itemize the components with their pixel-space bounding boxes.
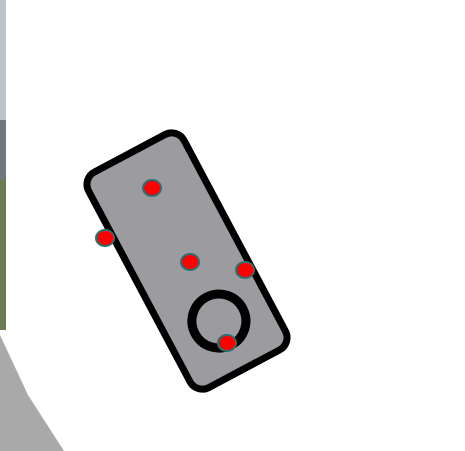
floor-wedge (0, 335, 64, 451)
marker-bottom-ring (218, 335, 236, 351)
marker-top (143, 180, 161, 196)
photo-strip-left-top (0, 0, 6, 120)
marker-center (181, 254, 199, 270)
marker-left-edge (96, 230, 114, 246)
background-photo-fragment (0, 0, 6, 330)
marker-right-edge (236, 262, 254, 278)
photo-strip-left-green (0, 180, 6, 330)
